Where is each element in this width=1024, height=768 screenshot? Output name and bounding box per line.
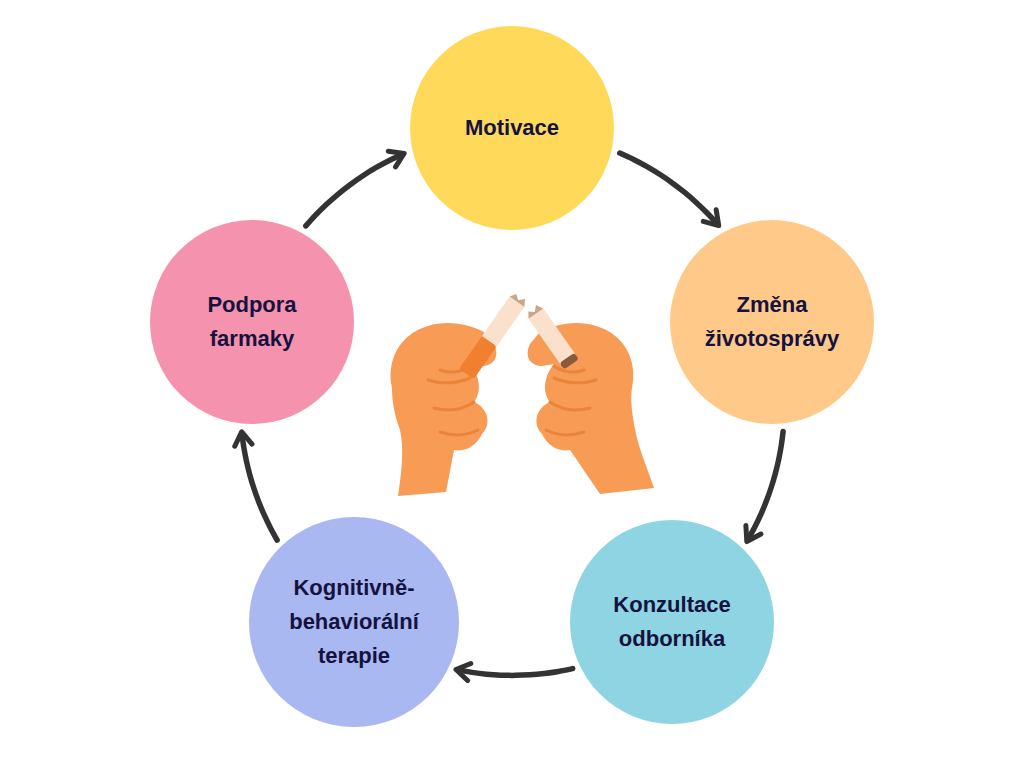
left-cigarette-piece xyxy=(459,291,528,379)
cycle-arrow xyxy=(748,431,783,539)
cycle-arrow xyxy=(458,669,573,676)
step-circle: Konzultace odborníka xyxy=(570,520,774,724)
step-label: Motivace xyxy=(465,111,559,145)
cycle-arrow xyxy=(242,434,277,540)
right-cigarette-piece xyxy=(525,303,579,370)
cycle-arrow xyxy=(306,154,403,226)
step-circle: Podpora farmaky xyxy=(150,220,354,424)
step-circle: Motivace xyxy=(410,26,614,230)
right-hand xyxy=(528,323,654,494)
step-label: Změna životosprávy xyxy=(697,288,847,356)
cycle-arrow xyxy=(620,153,718,224)
step-circle: Kognitivně-behaviorální terapie xyxy=(249,517,459,727)
step-circle: Změna životosprávy xyxy=(670,220,874,424)
step-label: Podpora farmaky xyxy=(177,288,327,356)
step-label: Kognitivně-behaviorální terapie xyxy=(279,571,429,673)
step-label: Konzultace odborníka xyxy=(597,588,747,656)
left-hand xyxy=(391,323,497,496)
